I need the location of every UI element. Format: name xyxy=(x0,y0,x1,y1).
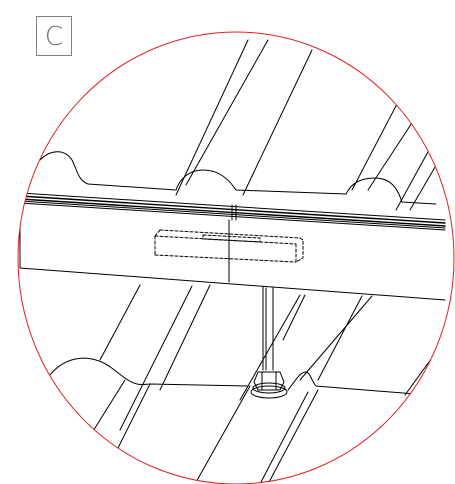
hidden-rail-connector xyxy=(154,229,304,263)
figure-label: C xyxy=(44,22,64,52)
upper-roof-tiles xyxy=(39,39,446,211)
figure-label-box: C xyxy=(36,16,72,56)
detail-circle xyxy=(17,31,455,484)
lower-roof-tiles xyxy=(49,284,446,484)
roof-hook-bolt xyxy=(250,286,288,399)
mounting-rail xyxy=(19,192,446,301)
